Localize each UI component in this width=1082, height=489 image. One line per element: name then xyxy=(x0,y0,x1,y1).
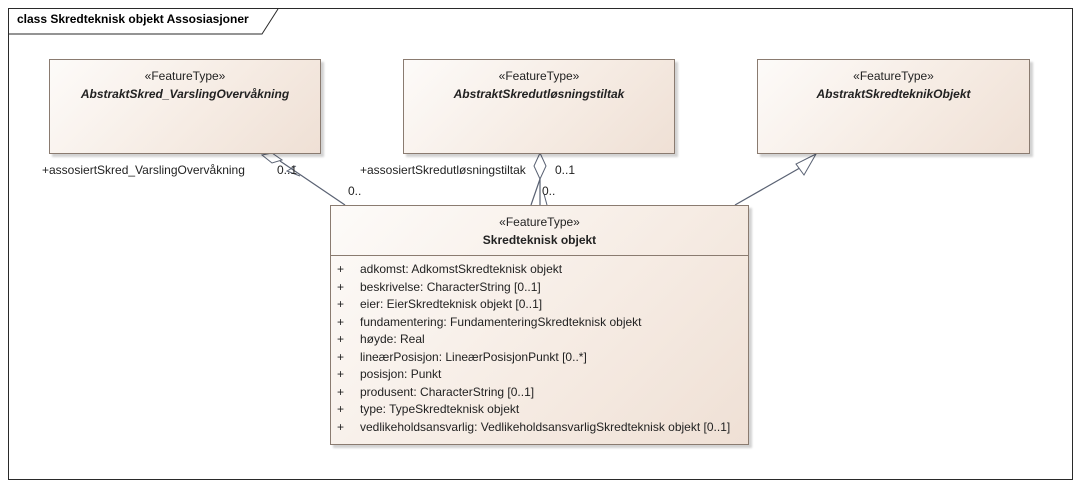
class-name: AbstraktSkredutløsningstiltak xyxy=(453,87,625,101)
attribute-row: +eier: EierSkredteknisk objekt [0..1] xyxy=(337,297,543,311)
class-abstrakt-skred-varsling[interactable]: «FeatureType» AbstraktSkred_VarslingOver… xyxy=(49,59,321,154)
attribute-row: +lineærPosisjon: LineærPosisjonPunkt [0.… xyxy=(337,349,587,364)
stereotype-label: «FeatureType» xyxy=(853,69,934,83)
role-label-varsling: +assosiertSkred_VarslingOvervåkning xyxy=(42,163,245,177)
attribute-text: produsent: CharacterString [0..1] xyxy=(360,384,535,399)
attribute-text: adkomst: AdkomstSkredteknisk objekt xyxy=(360,262,563,276)
attribute-row: +adkomst: AdkomstSkredteknisk objekt xyxy=(337,262,563,276)
navigability-arrow-utlosning xyxy=(543,193,548,206)
multiplicity-utlosning-source: 0.. xyxy=(542,184,556,198)
attribute-text: type: TypeSkredteknisk objekt xyxy=(360,402,520,416)
attribute-row: +type: TypeSkredteknisk objekt xyxy=(337,402,520,416)
attribute-row: +beskrivelse: CharacterString [0..1] xyxy=(337,279,541,294)
stereotype-label: «FeatureType» xyxy=(144,69,226,83)
class-name: AbstraktSkredteknikObjekt xyxy=(816,87,971,101)
diagram-frame: class Skredteknisk objekt Assosiasjoner xyxy=(8,8,1073,480)
attribute-row: +posisjon: Punkt xyxy=(337,367,442,381)
attribute-text: høyde: Real xyxy=(360,332,425,346)
attribute-text: fundamentering: FundamenteringSkredtekni… xyxy=(360,314,642,329)
attribute-row: +vedlikeholdsansvarlig: Vedlikeholdsansv… xyxy=(337,419,731,434)
class-name: AbstraktSkred_VarslingOvervåkning xyxy=(80,87,290,101)
attribute-text: posisjon: Punkt xyxy=(360,367,442,381)
multiplicity-varsling-target: 0..1 xyxy=(277,163,298,177)
attribute-text: beskrivelse: CharacterString [0..1] xyxy=(360,279,541,294)
attribute-row: +høyde: Real xyxy=(337,332,425,346)
aggregation-diamond-utlosning xyxy=(533,151,547,181)
multiplicity-varsling-source: 0.. xyxy=(348,184,362,198)
multiplicity-utlosning-target: 0..1 xyxy=(555,163,576,177)
attribute-compartment-divider xyxy=(331,255,748,256)
attribute-text: eier: EierSkredteknisk objekt [0..1] xyxy=(360,297,543,311)
frame-tab xyxy=(9,9,279,35)
role-label-utlosning: +assosiertSkredutløsningstiltak xyxy=(360,163,526,177)
class-abstrakt-skredteknisk-objekt[interactable]: «FeatureType» AbstraktSkredteknikObjekt xyxy=(757,59,1030,154)
attribute-text: lineærPosisjon: LineærPosisjonPunkt [0..… xyxy=(360,349,587,364)
class-abstrakt-skredutlosningstiltak[interactable]: «FeatureType» AbstraktSkredutløsningstil… xyxy=(403,59,675,154)
navigability-arrow-varsling xyxy=(285,165,301,177)
class-skredteknisk-objekt[interactable]: «FeatureType» Skredteknisk objekt +adkom… xyxy=(330,205,749,445)
frame-title: class Skredteknisk objekt Assosiasjoner xyxy=(17,12,249,26)
stereotype-label: «FeatureType» xyxy=(498,69,580,83)
association-line-utlosning xyxy=(530,178,541,206)
attribute-row: +fundamentering: FundamenteringSkredtekn… xyxy=(337,314,642,329)
stereotype-label: «FeatureType» xyxy=(499,215,580,229)
generalization-line xyxy=(734,164,806,206)
aggregation-diamond-varsling xyxy=(260,152,284,164)
class-name: Skredteknisk objekt xyxy=(482,233,597,247)
attribute-row: +produsent: CharacterString [0..1] xyxy=(337,384,535,399)
attribute-text: vedlikeholdsansvarlig: Vedlikeholdsansva… xyxy=(360,419,731,434)
generalization-arrowhead xyxy=(795,152,818,176)
